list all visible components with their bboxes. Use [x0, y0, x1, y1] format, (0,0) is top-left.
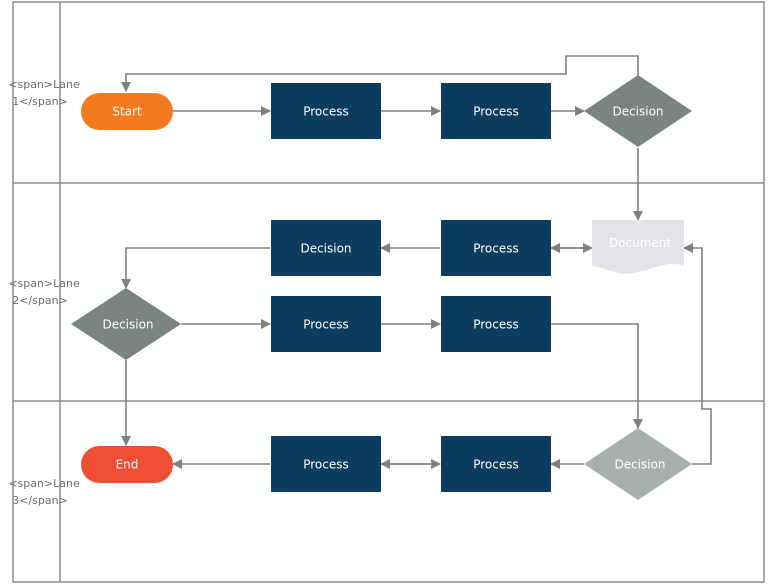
process-7-label: Process: [473, 458, 519, 472]
process-5-shape: [441, 296, 551, 352]
node-decision-2[interactable]: Decision: [271, 220, 381, 276]
end-shape: [81, 446, 173, 483]
connectors: [121, 55, 712, 469]
start-label: Start: [112, 105, 142, 119]
node-process-7[interactable]: Process: [441, 436, 551, 492]
process-4-label: Process: [303, 318, 349, 332]
swimlane-frame: [12, 1, 765, 583]
node-process-1[interactable]: Process: [271, 83, 381, 139]
node-decision-3[interactable]: Decision: [71, 288, 181, 360]
node-process-3[interactable]: Process: [441, 220, 551, 276]
decision-4-label: Decision: [614, 458, 665, 472]
end-label: End: [116, 458, 139, 472]
document-shape: [592, 220, 684, 274]
process-2-label: Process: [473, 105, 519, 119]
process-5-label: Process: [473, 318, 519, 332]
lane-label-1-line1: <span>Lane: [8, 78, 80, 91]
node-decision-1[interactable]: Decision: [584, 75, 692, 147]
process-3-shape: [441, 220, 551, 276]
process-6-label: Process: [303, 458, 349, 472]
lane-label-3-line1: <span>Lane: [8, 477, 80, 490]
edge-decision-2-to-decision-3: [121, 247, 270, 289]
lane-label-2-line2: 2</span>: [12, 294, 68, 307]
lane-label-2: <span>Lane 2</span>: [8, 277, 80, 307]
process-1-label: Process: [303, 105, 349, 119]
node-decision-4[interactable]: Decision: [584, 428, 692, 500]
lane-label-1: <span>Lane 1</span>: [8, 78, 80, 108]
lane-label-3-line2: 3</span>: [12, 494, 68, 507]
start-shape: [81, 93, 173, 130]
process-3-label: Process: [473, 242, 519, 256]
pool-border: [12, 1, 765, 583]
process-4-shape: [271, 296, 381, 352]
decision-3-label: Decision: [102, 318, 153, 332]
decision-2-label: Decision: [300, 242, 351, 256]
process-6-shape: [271, 436, 381, 492]
edge-decision-1-loop-to-start: [121, 55, 639, 92]
lane-label-3: <span>Lane 3</span>: [8, 477, 80, 507]
node-process-5[interactable]: Process: [441, 296, 551, 352]
lane-label-2-line1: <span>Lane: [8, 277, 80, 290]
lane-label-1-line2: 1</span>: [12, 95, 68, 108]
node-start[interactable]: Start: [81, 93, 173, 130]
decision-3-shape: [71, 288, 181, 360]
decision-1-label: Decision: [612, 105, 663, 119]
node-end[interactable]: End: [81, 446, 173, 483]
decision-1-shape: [584, 75, 692, 147]
process-7-shape: [441, 436, 551, 492]
node-process-2[interactable]: Process: [441, 83, 551, 139]
edge-decision-4-to-document: [683, 243, 712, 465]
node-process-6[interactable]: Process: [271, 436, 381, 492]
node-process-4[interactable]: Process: [271, 296, 381, 352]
document-label: Document: [609, 236, 671, 250]
decision-4-shape: [584, 428, 692, 500]
decision-2-shape: [271, 220, 381, 276]
node-document[interactable]: Document: [592, 220, 684, 274]
edge-process-5-to-decision-4: [550, 323, 643, 429]
process-2-shape: [441, 83, 551, 139]
process-1-shape: [271, 83, 381, 139]
